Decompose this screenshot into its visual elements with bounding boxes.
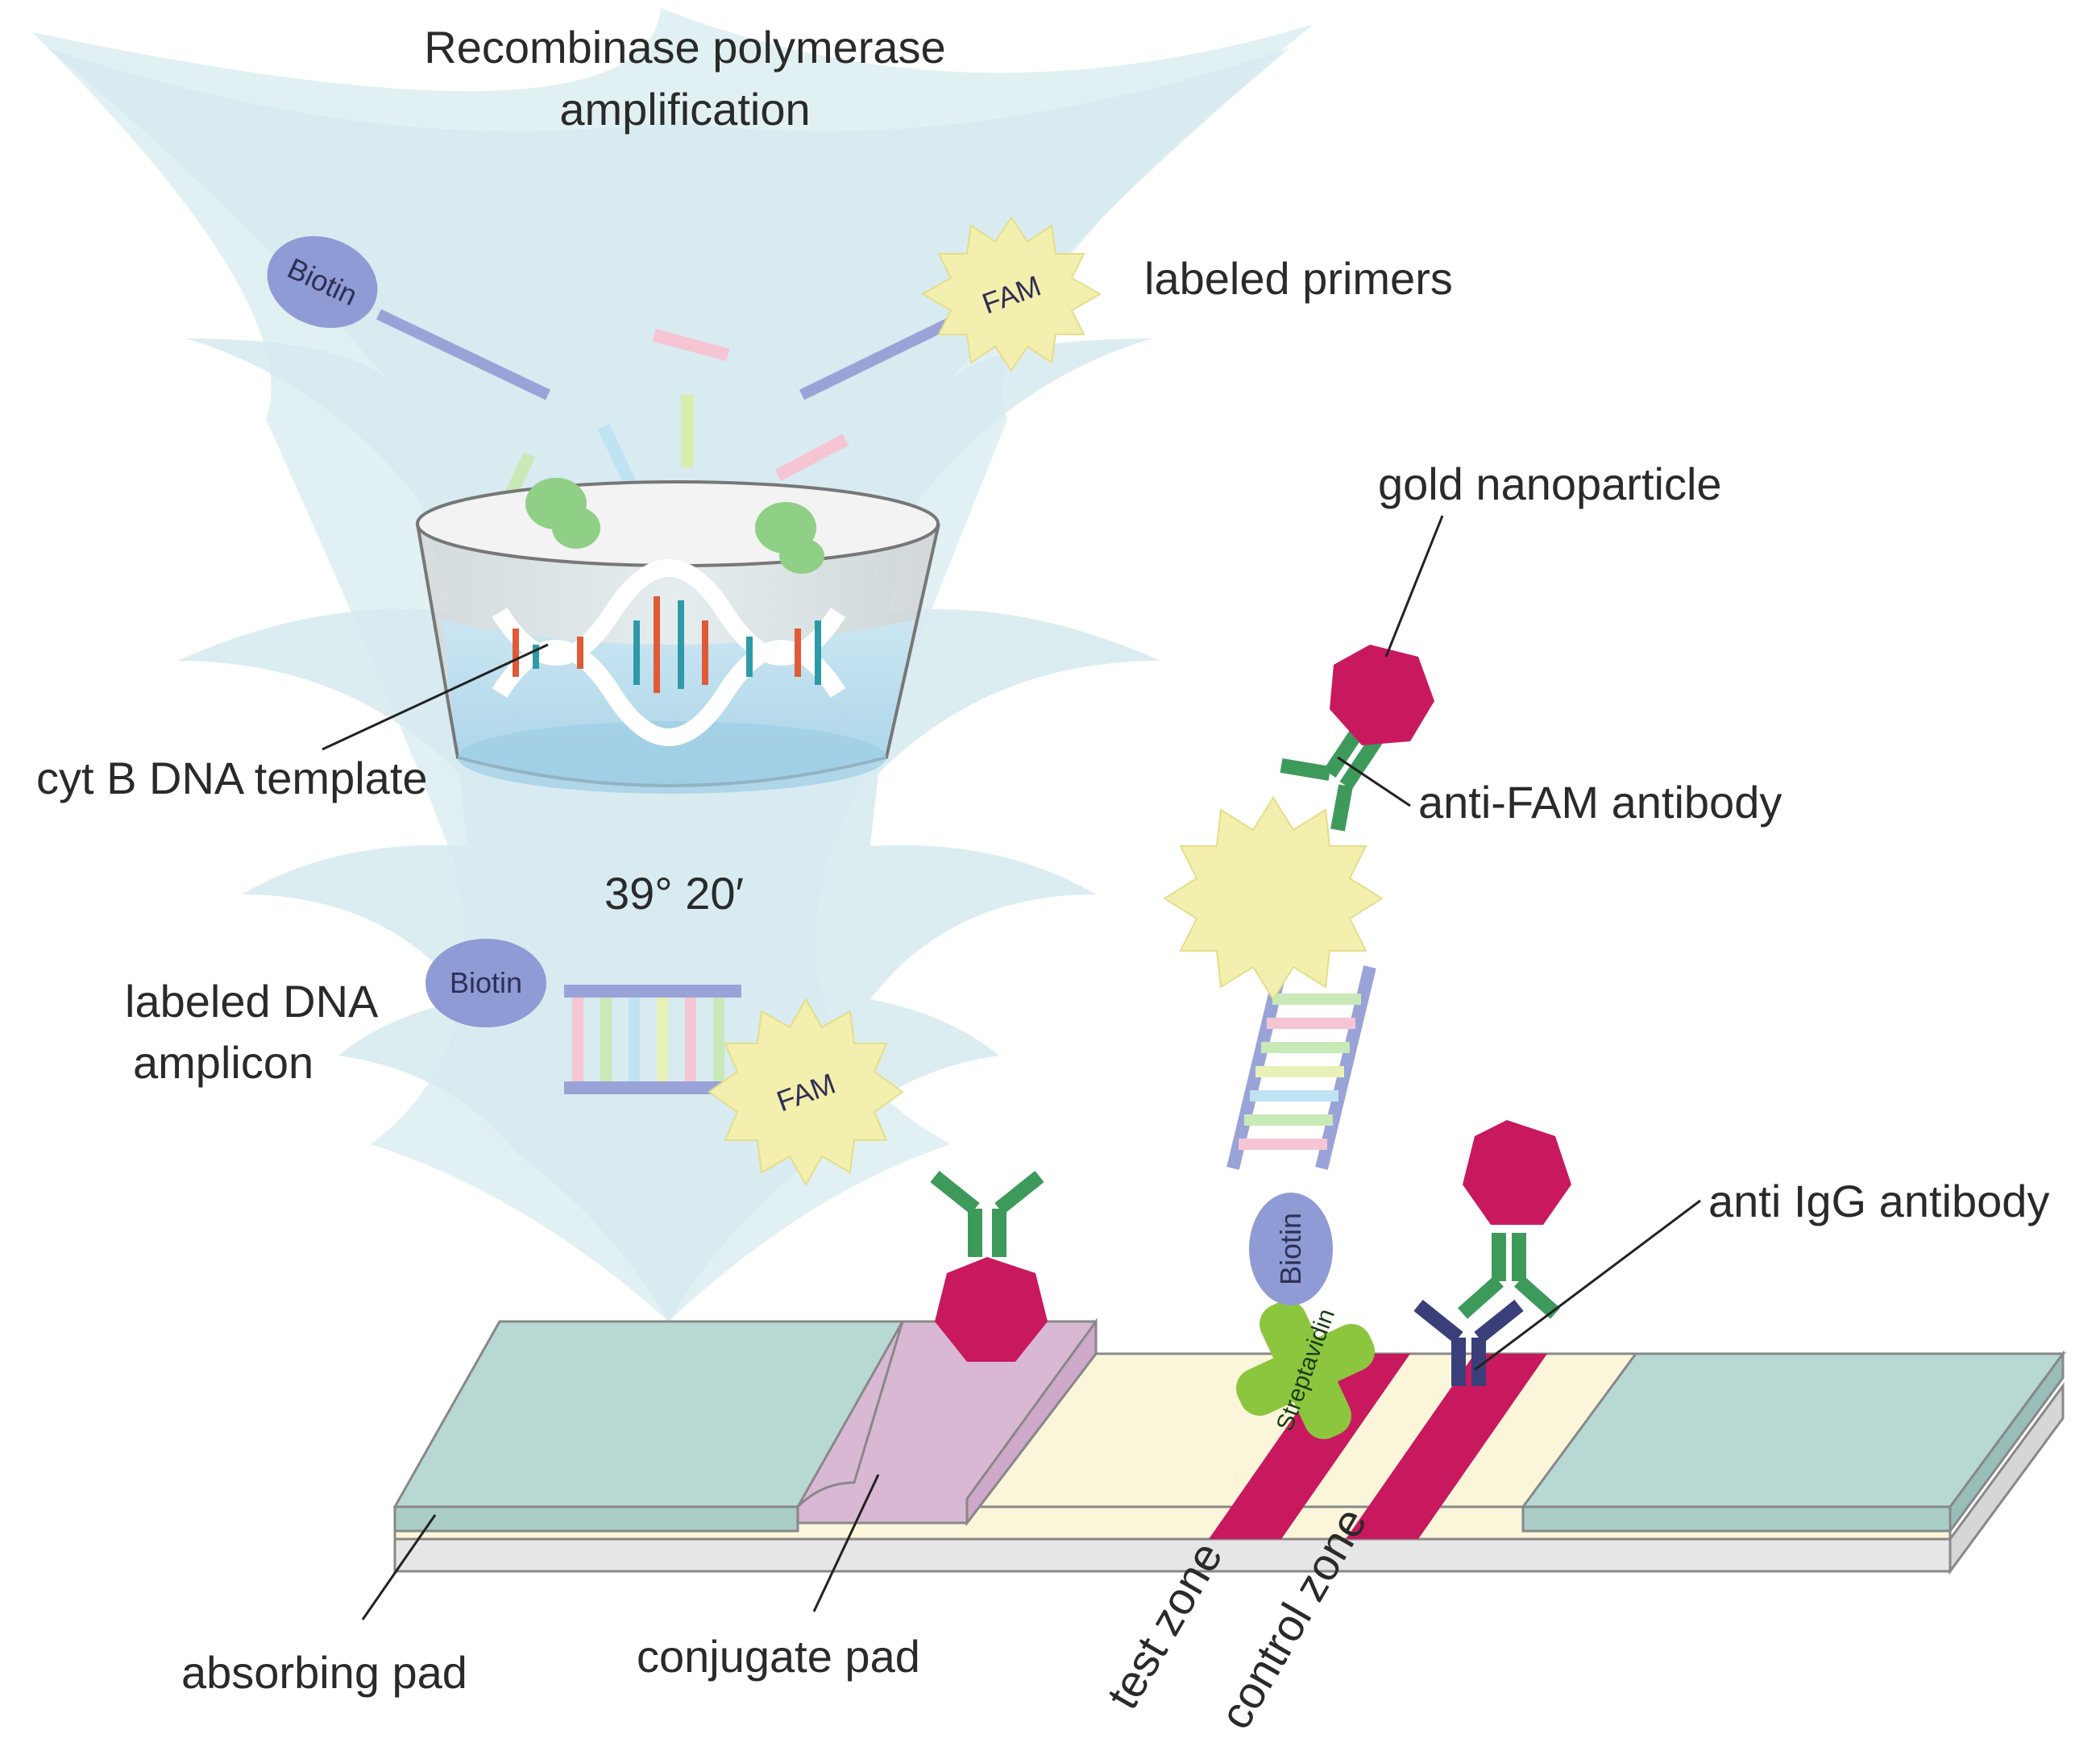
biotin-tag-top [267,236,378,328]
amplicon-label-line-2: amplicon [133,1037,313,1088]
biotin-tag-amplicon-label: Biotin [450,966,522,999]
streptavidin: Streptavidin [1235,1300,1376,1440]
anti-igg-antibody [1413,1299,1524,1386]
gold-nanoparticle-control [1463,1120,1571,1225]
amplicon-label-line-1: labeled DNA [125,976,379,1027]
title-line-1: Recombinase polymerase [424,22,945,73]
temperature-time-label: 39° 20′ [604,868,744,919]
anti-igg-antibody-label: anti IgG antibody [1708,1176,2049,1226]
anti-fam-antibody-leader [1337,756,1411,807]
fam-star-top [920,216,1102,372]
biotin-tag-test [1249,1193,1333,1305]
labeled-amplicon: Biotin FAM [425,939,904,1187]
dna-amplicon-captured [1226,965,1376,1170]
biotin-primer: Biotin [267,236,551,400]
dna-template-helix [492,559,846,746]
anti-fam-antibody-label: anti-FAM antibody [1418,777,1782,828]
control-zone-complex [1413,1120,1571,1386]
enzyme-blobs [525,478,824,574]
template-label: cyt B DNA template [36,753,428,803]
lateral-flow-strip [392,1317,2067,1575]
fam-primer: FAM [799,216,1102,400]
gold-antibody-conjugate-on-pad [930,1170,1048,1362]
fam-star-amplicon [708,997,904,1187]
test-zone-line [1209,1354,1410,1539]
anti-igg-antibody-leader [1474,1199,1701,1371]
biotin-tag-amplicon [425,939,546,1027]
gold-nanoparticle-leader [1384,515,1444,658]
absorbing-pad-leader [361,1514,437,1620]
antibody-pad [930,1170,1044,1257]
template-leader-line [322,643,549,751]
test-zone-complex: Streptavidin Biotin [1163,645,1434,1440]
conjugate-pad-leader [812,1474,880,1612]
control-zone-line [1346,1354,1547,1539]
absorbing-pad-label: absorbing pad [181,1647,467,1698]
fam-star-test [1163,796,1384,1001]
biotin-tag-test-label: Biotin [1274,1213,1307,1285]
conjugate-pad-label: conjugate pad [637,1631,920,1682]
title-line-2: amplification [559,84,810,135]
gold-nanoparticle-pad [935,1257,1048,1362]
gold-nanoparticle-label: gold nanoparticle [1378,458,1722,509]
labeled-primers-label: labeled primers [1144,253,1453,304]
gold-nanoparticle-test [1330,645,1434,745]
bound-antibody-control [1458,1233,1560,1319]
